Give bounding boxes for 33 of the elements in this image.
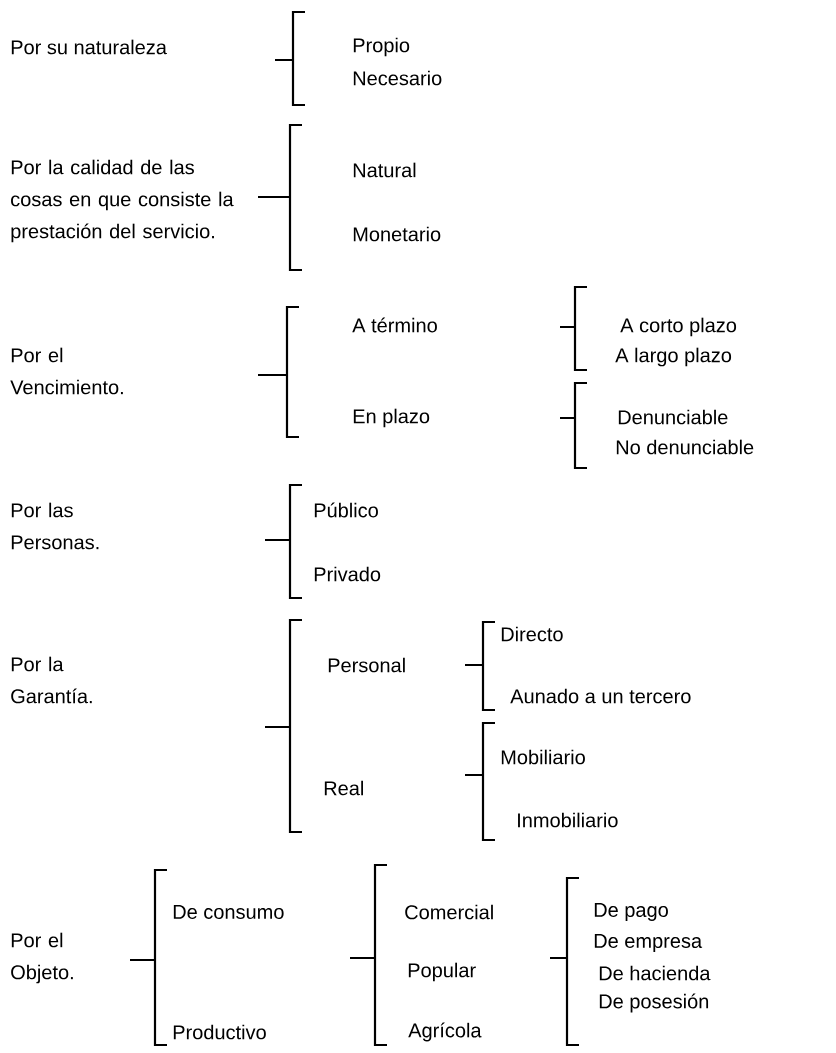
label: Por su naturaleza bbox=[11, 39, 167, 55]
label: Por el Objeto. bbox=[11, 932, 73, 984]
label: Denunciable bbox=[618, 409, 728, 425]
label: Necesario bbox=[353, 70, 442, 86]
label: De empresa bbox=[594, 934, 703, 952]
label: No denunciable bbox=[616, 439, 754, 455]
label: De posesión bbox=[599, 993, 709, 1013]
label: De hacienda bbox=[599, 965, 711, 981]
label: Productivo bbox=[173, 1024, 266, 1040]
label: En plazo bbox=[353, 408, 430, 428]
label: Popular bbox=[408, 962, 476, 982]
label: Público bbox=[314, 502, 378, 518]
label: A largo plazo bbox=[615, 347, 732, 367]
label: Por la Garantía. bbox=[11, 656, 92, 704]
label: Privado bbox=[314, 566, 381, 582]
label: De consumo bbox=[173, 905, 284, 919]
label: Aunado a un tercero bbox=[510, 688, 691, 704]
label: De pago bbox=[594, 903, 668, 921]
label: Por la calidad de las cosas en que consiste la prestación del servicio. bbox=[11, 159, 234, 243]
label: A término bbox=[352, 317, 437, 333]
label: Natural bbox=[353, 162, 416, 178]
label: Inmobiliario bbox=[518, 812, 618, 828]
label: Propio bbox=[353, 37, 410, 57]
label: Directo bbox=[501, 626, 563, 642]
label: Agrícola bbox=[408, 1022, 482, 1042]
label: Por el Vencimiento. bbox=[10, 347, 123, 395]
label: A corto plazo bbox=[620, 317, 737, 337]
label: Personal bbox=[328, 657, 405, 673]
label: Por las Personas. bbox=[11, 502, 99, 550]
label: Comercial bbox=[405, 904, 493, 920]
label: Monetario bbox=[353, 226, 441, 242]
label: Mobiliario bbox=[501, 749, 585, 765]
label: Real bbox=[324, 780, 363, 796]
